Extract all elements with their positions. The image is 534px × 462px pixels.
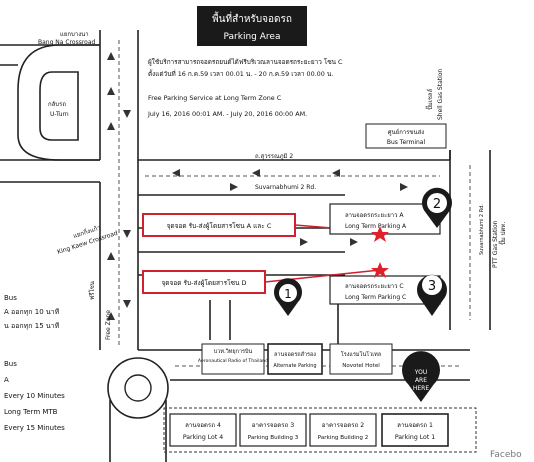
watermark: Facebo <box>490 450 522 460</box>
legend-line-f: Every 15 Minutes <box>4 424 65 432</box>
notice-line3: Free Parking Service at Long Term Zone C <box>148 94 282 102</box>
notice-line1: ผู้ใช้บริการสามารถจอดรถยนต์ได้ฟรีบริเวณล… <box>148 58 343 66</box>
alt-parking-th: ลานจอดรถสำรอง <box>274 351 316 358</box>
marker-3: 3 <box>417 274 448 316</box>
bld3-th: อาคารจอดรถ 3 <box>252 422 295 429</box>
marker-2: 2 <box>422 187 453 228</box>
header-title-en: Parking Area <box>224 32 281 42</box>
lot-c-th: ลานจอดรถระยะยาว C <box>345 283 404 290</box>
alt-parking-en: Alternate Parking <box>273 363 316 369</box>
uturn-label-en: U-Turn <box>50 111 69 118</box>
pickup-ab-label: จุดจอด รับ-ส่งผู้โดยสารโซน A และ C <box>167 222 272 230</box>
road2-label-en: Suvarnabhumi 2 Rd. <box>255 184 316 191</box>
freezone-label-th: ฟรีโซน <box>88 281 96 300</box>
lot-a-th: ลานจอดรถระยะยาว A <box>345 212 404 219</box>
legend-bus1: Bus <box>4 294 17 302</box>
uturn-label-th: กลับรถ <box>48 101 66 108</box>
ptt-label-th: ปั๊ม ปตท. <box>498 222 507 245</box>
star-marker-a <box>371 226 389 242</box>
legend-line-b: น ออกทุก 15 นาที <box>4 322 60 330</box>
notice-line4: July 16, 2016 00:01 AM. - July 20, 2016 … <box>147 110 307 118</box>
header: พื้นที่สำหรับจอดรถ Parking Area <box>197 6 307 46</box>
lot-a-en: Long Term Parking A <box>345 223 407 230</box>
legend: Bus A ออกทุก 10 นาที น ออกทุก 15 นาที Bu… <box>4 294 65 432</box>
you-label: YOU <box>414 369 427 376</box>
long-term-lots: ลานจอดรถระยะยาว A Long Term Parking A ลา… <box>329 203 441 305</box>
aeroradio-th: บวท.วิทยุการบิน <box>214 348 253 355</box>
legend-line-e: Long Term MTB <box>4 408 58 416</box>
header-title-th: พื้นที่สำหรับจอดรถ <box>212 11 292 25</box>
pickup-boxes: จุดจอด รับ-ส่งผู้โดยสารโซน A และ C จุดจอ… <box>142 213 381 294</box>
novotel-en: Novotel Hotel <box>342 363 380 369</box>
you-are-here-marker: YOU ARE HERE <box>402 351 440 402</box>
lot1-en: Parking Lot 1 <box>395 434 435 441</box>
marker-3-label: 3 <box>428 279 436 294</box>
shell-label-en: Shell Gas Station <box>437 69 444 120</box>
bangna-label-th: แยกบางนา <box>60 31 89 38</box>
star-marker-c <box>371 262 389 278</box>
marker-2-label: 2 <box>433 197 441 212</box>
here-label: HERE <box>413 385 429 392</box>
marker-1-label: 1 <box>284 287 292 301</box>
notice-line2: ตั้งแต่วันที่ 16 ก.ค.59 เวลา 00.01 น. - … <box>148 69 333 78</box>
bld3-en: Parking Building 3 <box>248 435 299 441</box>
bus-terminal-th: ศูนย์การขนส่ง <box>388 128 425 136</box>
ptt-label-en: PTT Gas Station <box>492 220 499 268</box>
bld2-en: Parking Building 2 <box>318 435 369 441</box>
road2-label-th: ถ.สุวรรณภูมิ 2 <box>255 153 293 160</box>
pickup-d-label: จุดจอด รับ-ส่งผู้โดยสารโซน D <box>162 279 247 287</box>
aeroradio-en: Aeronautical Radio of Thailand <box>198 358 268 364</box>
novotel-th: โรงแรมโนโวเทล <box>341 350 381 358</box>
freezone-label-en: Free Zone <box>105 310 112 340</box>
lot4-en: Parking Lot 4 <box>183 434 223 441</box>
notice: ผู้ใช้บริการสามารถจอดรถยนต์ได้ฟรีบริเวณล… <box>147 58 343 118</box>
legend-line-d: Every 10 Minutes <box>4 392 65 400</box>
legend-bus2: Bus <box>4 360 17 368</box>
bus-terminal-en: Bus Terminal <box>387 139 426 146</box>
bld2-th: อาคารจอดรถ 2 <box>322 422 365 429</box>
gate-road-label: Suvarnabhumi 2 Rd. <box>479 204 485 255</box>
bangna-label-en: Bang Na Crossroad <box>38 39 96 46</box>
legend-line-c: A <box>4 376 9 384</box>
lot-c-en: Long Term Parking C <box>345 294 406 301</box>
shell-label-th: ปั๊มเชลล์ <box>425 88 434 110</box>
parking-lots-row: ลานจอดรถ 4 Parking Lot 4 อาคารจอดรถ 3 Pa… <box>163 407 477 453</box>
lot4-th: ลานจอดรถ 4 <box>185 422 221 429</box>
marker-1: 1 <box>274 278 303 316</box>
legend-line-a: A ออกทุก 10 นาที <box>4 308 60 316</box>
buildings-row: บวท.วิทยุการบิน Aeronautical Radio of Th… <box>198 343 393 375</box>
are-label: ARE <box>415 377 427 384</box>
lot1-th: ลานจอดรถ 1 <box>397 422 433 429</box>
